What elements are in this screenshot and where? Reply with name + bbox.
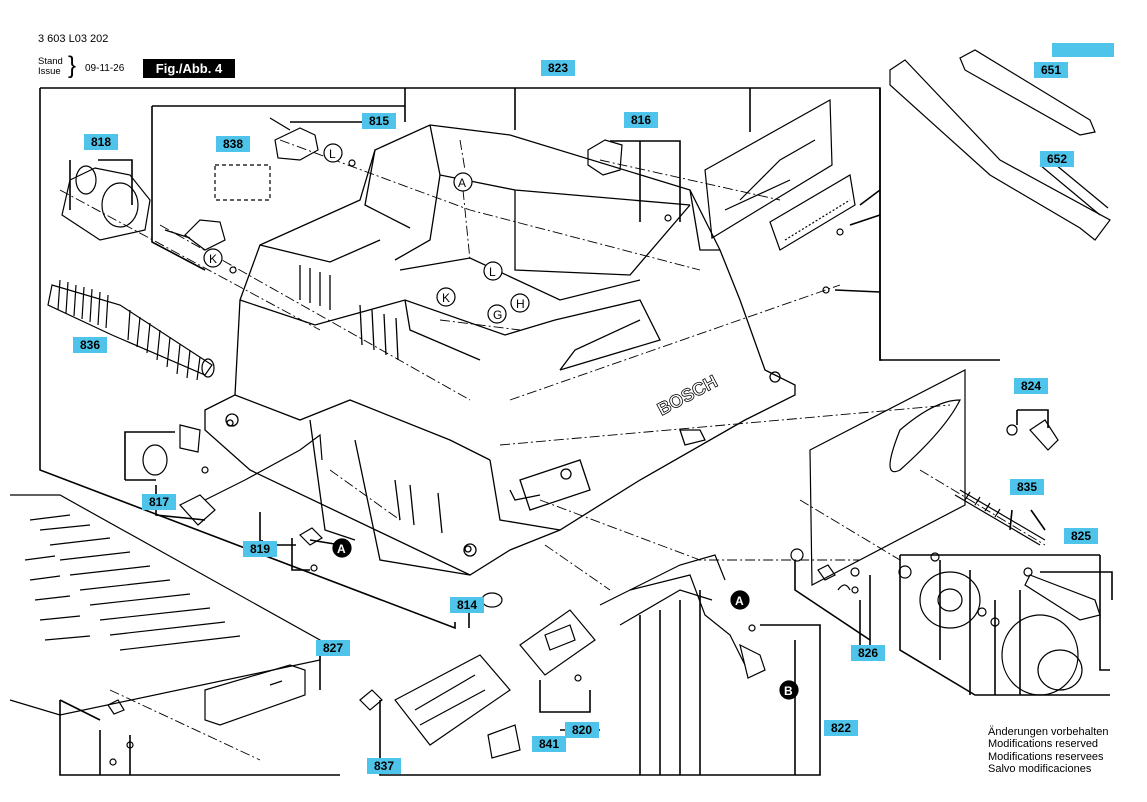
callout-814: 814	[450, 597, 484, 613]
marker-H: H	[510, 293, 530, 313]
note-line: Salvo modificaciones	[988, 763, 1092, 776]
callout-651: 651	[1034, 62, 1068, 78]
marker-A-top: A	[453, 172, 473, 192]
angle-scale-plates	[704, 98, 856, 294]
marker-A-left: A	[332, 538, 352, 558]
side-plate	[809, 369, 1059, 586]
marker-L-upper-text: L	[329, 147, 336, 161]
callout-820: 820	[565, 722, 599, 738]
handwheel-825	[898, 552, 1101, 696]
assembly-axes	[59, 139, 1046, 761]
clip-819	[299, 527, 323, 572]
table-top	[9, 494, 321, 716]
bracket-816	[587, 139, 672, 222]
marker-B-text: B	[784, 684, 793, 698]
marker-L-upper: L	[323, 143, 343, 163]
note-line: Modifications reservees	[988, 750, 1104, 763]
callout-822: 822	[824, 720, 858, 736]
issue-date: 09-11-26	[85, 63, 125, 74]
callout-826: 826	[851, 645, 885, 661]
marker-G-text: G	[493, 308, 502, 322]
callout-815: 815	[362, 113, 396, 129]
callout-818: 818	[84, 134, 118, 150]
clamp-k	[164, 219, 237, 274]
callout-836: 836	[73, 337, 107, 353]
switch-box-parts	[359, 609, 596, 759]
callout-837: 837	[367, 758, 401, 774]
stand-label: Stand	[38, 56, 63, 67]
callout-817: 817	[142, 494, 176, 510]
modification-notes: Änderungen vorbehalten Modifications res…	[988, 726, 1108, 776]
marker-A-top-text: A	[458, 176, 466, 190]
issue-label: Issue	[38, 66, 61, 77]
foot-814	[481, 592, 503, 608]
small-parts-826	[790, 548, 860, 594]
saw-housing	[204, 124, 796, 576]
callout-827: 827	[316, 640, 350, 656]
callout-835: 835	[1010, 479, 1044, 495]
marker-G: G	[487, 304, 507, 324]
marker-K-center: K	[436, 287, 456, 307]
wiring-harness-822	[599, 554, 766, 679]
brace-glyph: }	[68, 52, 77, 79]
stand-issue-label: Stand Issue	[38, 57, 63, 77]
marker-L-center: L	[483, 261, 503, 281]
cover-827	[107, 664, 306, 766]
callout-825: 825	[1064, 528, 1098, 544]
label-838-shape	[214, 164, 271, 201]
callout-841: 841	[532, 736, 566, 752]
figure-label: Fig./Abb. 4	[143, 59, 235, 78]
wrenches-651-652	[889, 49, 1111, 241]
marker-A-right-text: A	[735, 594, 744, 608]
marker-L-center-text: L	[489, 265, 496, 279]
marker-K-left: K	[203, 248, 223, 268]
marker-K-left-text: K	[209, 252, 217, 266]
marker-K-center-text: K	[442, 291, 450, 305]
document-number: 3 603 L03 202	[38, 33, 109, 45]
callout-816: 816	[624, 112, 658, 128]
callout-824: 824	[1014, 378, 1048, 394]
callout-823: 823	[541, 60, 575, 76]
note-line: Änderungen vorbehalten	[988, 726, 1109, 738]
threaded-rod-835	[954, 489, 1046, 546]
callout-819: 819	[243, 541, 277, 557]
marker-B: B	[779, 680, 799, 700]
dust-port-818	[61, 165, 151, 241]
marker-A-left-text: A	[337, 542, 346, 556]
marker-H-text: H	[516, 297, 525, 311]
callout-652: 652	[1040, 151, 1074, 167]
hose-836	[47, 279, 215, 381]
blank-callout-box	[1052, 43, 1114, 57]
housing-brand-text: BOSCH	[654, 371, 721, 419]
callout-838: 838	[216, 136, 250, 152]
clamp-815	[269, 117, 356, 167]
switch-cable-817	[142, 424, 323, 526]
note-line: Modifications reserved	[988, 738, 1099, 751]
leader-lines	[39, 87, 1113, 776]
marker-A-right: A	[730, 590, 750, 610]
